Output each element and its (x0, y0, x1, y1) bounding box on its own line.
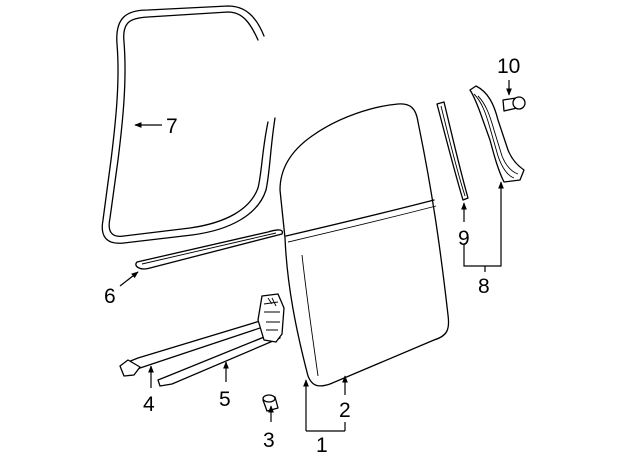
callout-5: 5 (219, 388, 231, 411)
callout-7: 7 (166, 115, 178, 138)
door-glass-part (279, 103, 450, 387)
callout-10: 10 (497, 55, 520, 78)
callout-4: 4 (143, 393, 155, 416)
push-clip-part (502, 96, 526, 112)
regulator-part (119, 293, 285, 387)
callout-2: 2 (339, 399, 351, 422)
callout-8: 8 (478, 275, 490, 298)
run-channel-part (436, 101, 469, 201)
molding-strip-part (135, 229, 284, 270)
grommet-part (262, 394, 279, 412)
callout-1: 1 (316, 434, 328, 457)
callout-6: 6 (104, 285, 116, 308)
weatherstrip-part (101, 5, 276, 244)
callout-3: 3 (263, 429, 275, 452)
leader-lines (119, 80, 512, 432)
callout-9: 9 (458, 227, 470, 250)
frame-trim-part (469, 85, 525, 183)
callout-labels: 7 6 4 5 3 2 1 9 8 10 (104, 55, 520, 457)
